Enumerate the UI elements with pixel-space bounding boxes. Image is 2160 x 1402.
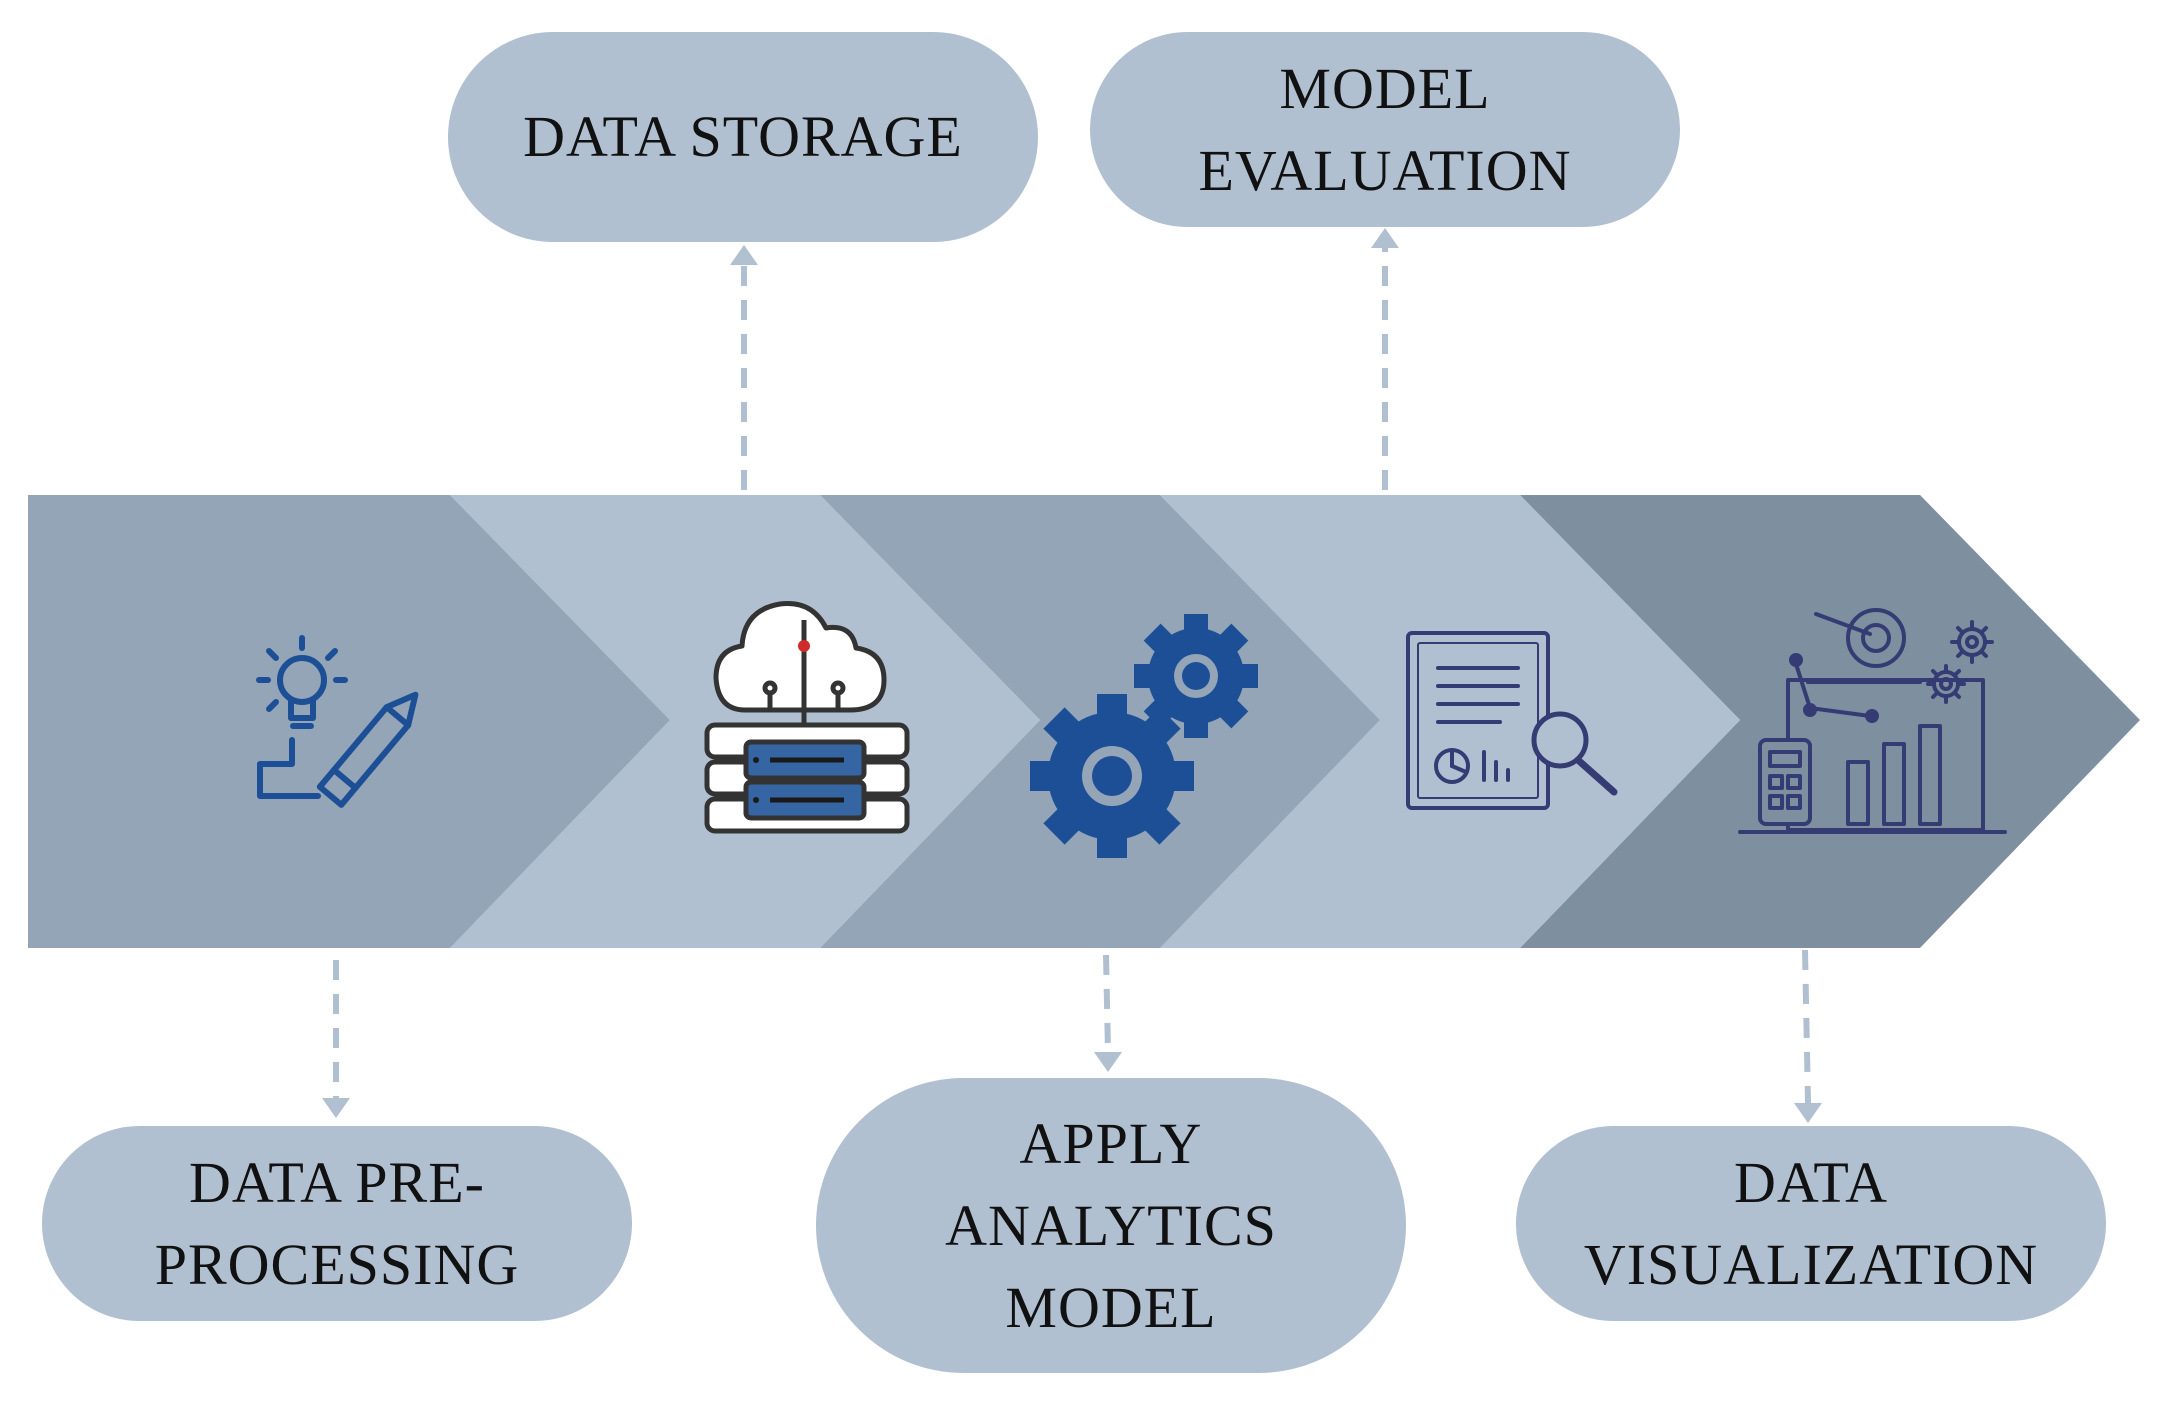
model-evaluation-label: MODEL EVALUATION — [1090, 32, 1680, 227]
process-band — [28, 495, 2140, 948]
arrow-to-data-storage — [730, 245, 758, 490]
arrow-to-data-preprocessing — [322, 960, 350, 1118]
arrow-to-data-visualization — [1794, 949, 1822, 1123]
lightbulb-pencil-icon — [256, 635, 419, 808]
band-segment-5 — [1520, 495, 2140, 948]
arrow-to-model-evaluation — [1371, 228, 1399, 490]
gears-icon — [1030, 614, 1258, 858]
arrow-to-apply-analytics-model — [1094, 954, 1122, 1072]
report-magnifier-icon — [1406, 631, 1618, 810]
band-segment-1 — [28, 495, 670, 948]
band-segment-2 — [450, 495, 1040, 948]
analytics-dashboard-icon — [1738, 608, 2007, 834]
cloud-server-icon — [704, 601, 910, 834]
apply-analytics-model-label: APPLY ANALYTICS MODEL — [816, 1078, 1406, 1373]
data-visualization-label: DATA VISUALIZATION — [1516, 1126, 2106, 1321]
data-storage-label: DATA STORAGE — [448, 32, 1038, 242]
data-preprocessing-label: DATA PRE- PROCESSING — [42, 1126, 632, 1321]
connector-arrows — [322, 228, 1822, 1123]
